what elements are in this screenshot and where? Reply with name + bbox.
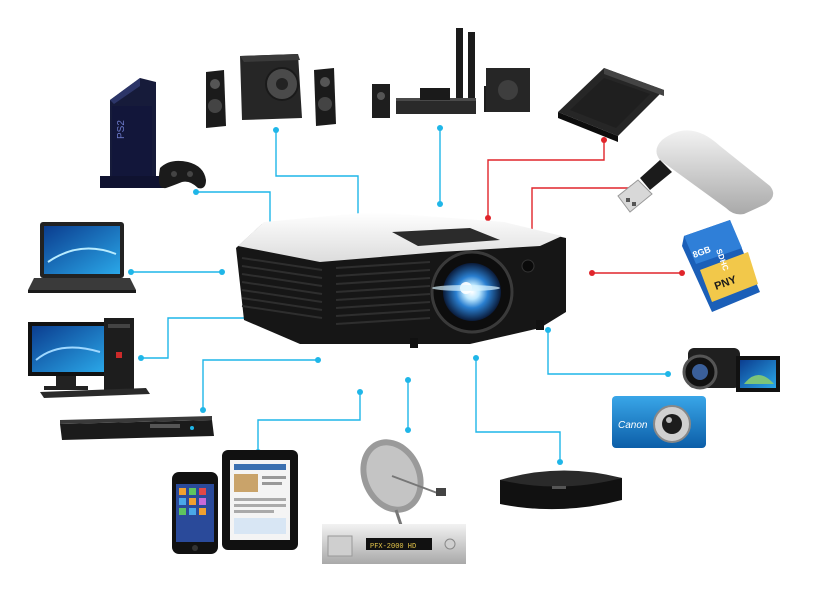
media-box-icon	[500, 470, 622, 510]
dvd-player-icon	[60, 416, 214, 440]
home-theater-icon	[372, 28, 530, 118]
connector-lines	[131, 128, 682, 462]
projector-icon	[236, 212, 566, 348]
satellite-dish-icon: PFX-2000 HD	[322, 439, 466, 564]
camcorder-icon	[682, 348, 780, 392]
laptop-icon	[28, 222, 136, 293]
smartphone-icon	[172, 472, 218, 554]
sd-card-icon: PNY 8GB SDHC	[682, 220, 760, 312]
camera-icon: Canon	[612, 396, 706, 448]
desktop-pc-icon	[28, 318, 150, 398]
ps2-logo-text: PS2	[116, 120, 127, 139]
receiver-model-text: PFX-2000 HD	[370, 543, 416, 551]
usb-drive-icon	[617, 130, 774, 215]
game-console-icon: PS2	[100, 78, 206, 189]
hard-drive-icon	[558, 68, 664, 142]
tablet-icon	[222, 450, 298, 550]
camera-brand-text: Canon	[618, 420, 648, 431]
speaker-set-icon	[206, 54, 336, 128]
